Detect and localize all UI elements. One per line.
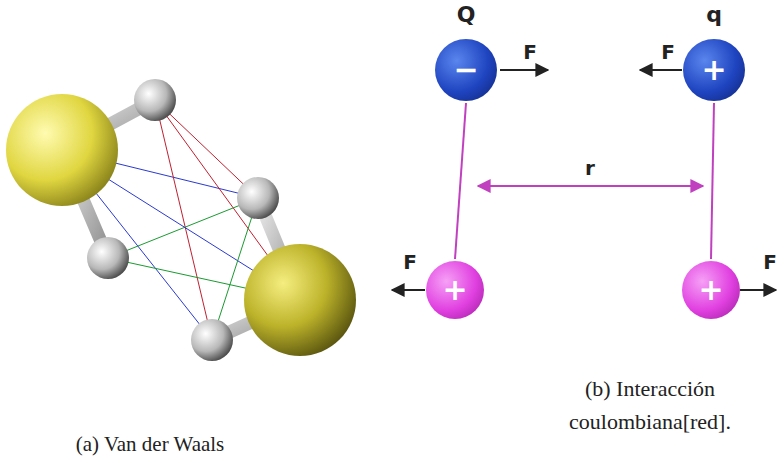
- charge-circle: +q: [683, 39, 745, 101]
- charge-sign: +: [442, 275, 467, 305]
- charge-name: Q: [457, 2, 476, 27]
- charge-circle: −Q: [435, 39, 497, 101]
- distance-label: r: [582, 153, 598, 183]
- connector-line: [455, 103, 466, 259]
- charge-name: q: [706, 2, 722, 27]
- charge-sign: −: [453, 55, 478, 85]
- charge-shape: +: [683, 39, 745, 101]
- charge-shape: −: [435, 39, 497, 101]
- connector-line: [711, 103, 714, 259]
- charge-sign: +: [698, 275, 723, 305]
- charge-sign: +: [701, 55, 726, 85]
- charge-circle: +: [426, 261, 484, 319]
- charge-shape: +: [682, 261, 740, 319]
- charge-circle: +: [682, 261, 740, 319]
- panel-caption: (a) Van der Waals: [20, 429, 280, 461]
- force-label: F: [403, 247, 417, 277]
- charge-shape: +: [426, 261, 484, 319]
- force-label: F: [661, 37, 675, 67]
- panel-caption: (b) Interacción coulombiana[red].: [525, 372, 775, 438]
- force-label: F: [763, 247, 777, 277]
- force-label: F: [523, 37, 537, 67]
